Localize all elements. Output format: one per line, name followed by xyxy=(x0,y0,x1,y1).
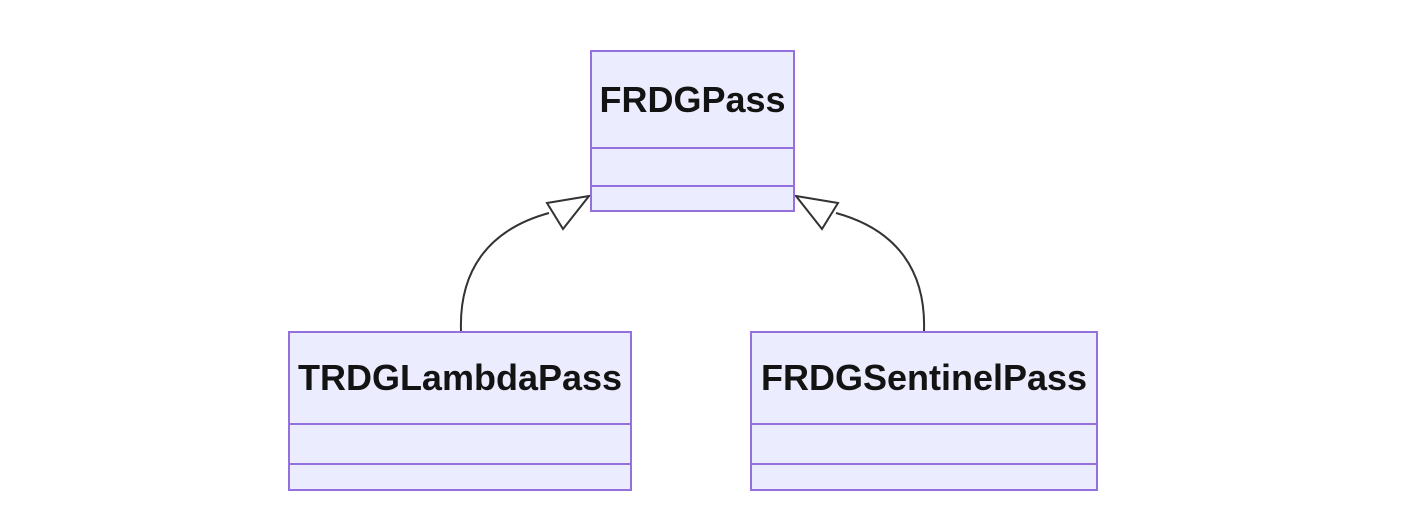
class-node-frdgsentinelpass: FRDGSentinelPass xyxy=(750,331,1098,491)
class-title-frdgsentinelpass: FRDGSentinelPass xyxy=(760,357,1088,398)
inheritance-edge-right xyxy=(835,212,926,332)
class-node-trdglambdapass: TRDGLambdaPass xyxy=(288,331,632,491)
inheritance-edge-left xyxy=(459,212,550,332)
methods-compartment-frdgsentinelpass xyxy=(752,463,1096,489)
class-title-frdgpass: FRDGPass xyxy=(599,78,786,120)
methods-compartment-frdgpass xyxy=(592,185,793,210)
methods-compartment-trdglambdapass xyxy=(290,463,630,489)
inheritance-arrowhead-left xyxy=(545,194,592,231)
attributes-compartment-frdgsentinelpass xyxy=(752,423,1096,463)
class-node-frdgpass: FRDGPass xyxy=(590,50,795,212)
attributes-compartment-trdglambdapass xyxy=(290,423,630,463)
class-title-trdglambdapass: TRDGLambdaPass xyxy=(297,357,623,398)
attributes-compartment-frdgpass xyxy=(592,147,793,185)
inheritance-arrowhead-right xyxy=(793,194,840,231)
